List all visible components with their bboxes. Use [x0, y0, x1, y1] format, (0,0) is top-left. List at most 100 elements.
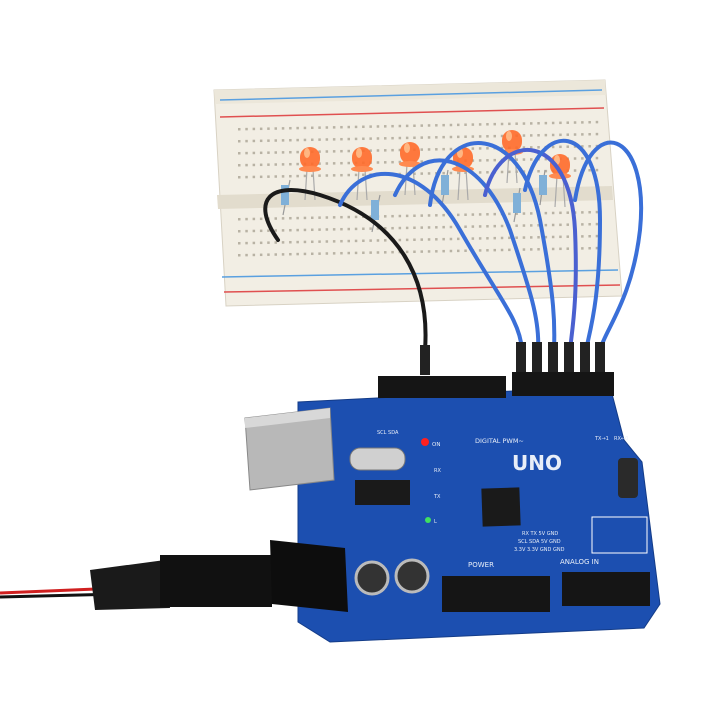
- breadboard-hole: [347, 137, 350, 141]
- breadboard-hole: [376, 149, 380, 152]
- breadboard-hole: [551, 247, 555, 251]
- breadboard-hole: [245, 163, 248, 167]
- breadboard-hole: [267, 139, 270, 142]
- breadboard-hole: [384, 149, 387, 152]
- breadboard-hole: [573, 157, 577, 160]
- breadboard-hole: [478, 171, 482, 174]
- breadboard-hole: [369, 215, 372, 218]
- black-jumper-wire: [263, 188, 428, 352]
- breadboard-hole: [259, 217, 263, 221]
- breadboard-hole: [537, 224, 540, 227]
- breadboard-hole: [420, 136, 423, 139]
- breadboard-hole: [311, 216, 314, 220]
- breadboard-hole: [281, 139, 285, 142]
- breadboard-hole: [413, 250, 416, 253]
- breadboard-hole: [252, 241, 256, 245]
- breadboard-hole: [245, 229, 248, 233]
- breadboard-hole: [398, 160, 402, 164]
- breadboard-hole: [559, 247, 562, 251]
- breadboard-hole: [274, 241, 277, 244]
- breadboard-hole: [559, 133, 562, 137]
- breadboard-hole: [318, 138, 321, 141]
- breadboard-hole: [464, 135, 467, 138]
- breadboard-hole: [391, 250, 394, 254]
- dc-power-jack[interactable]: [270, 540, 348, 612]
- breadboard-hole: [449, 171, 453, 175]
- led: [399, 142, 421, 196]
- breadboard-hole: [274, 217, 277, 220]
- breadboard-hole: [289, 228, 292, 232]
- breadboard-hole: [559, 235, 562, 239]
- breadboard-hole: [500, 122, 504, 126]
- breadboard-hole: [522, 236, 526, 239]
- breadboard-hole: [340, 239, 343, 243]
- analog-label: ANALOG IN: [560, 558, 599, 566]
- breadboard-hole: [435, 250, 438, 253]
- breadboard-hole: [435, 226, 438, 229]
- breadboard-hole: [369, 239, 372, 242]
- breadboard-hole: [340, 149, 343, 153]
- breadboard-hole: [449, 237, 453, 241]
- breadboard-hole: [515, 122, 518, 125]
- breadboard-hole: [325, 240, 329, 243]
- breadboard-hole: [238, 230, 241, 233]
- breadboard-hole: [398, 226, 402, 230]
- icsp-row2: SCL SDA 5V GND: [518, 539, 561, 545]
- breadboard-hole: [500, 134, 504, 138]
- breadboard-hole: [493, 248, 496, 252]
- breadboard-hole: [544, 235, 548, 239]
- breadboard-hole: [581, 247, 584, 250]
- breadboard-hole: [595, 168, 599, 172]
- breadboard-hole: [303, 174, 307, 178]
- breadboard-hole: [289, 126, 292, 130]
- breadboard-hole: [289, 174, 292, 178]
- breadboard-hole: [435, 136, 438, 139]
- breadboard-hole: [457, 135, 460, 139]
- breadboard-hole: [311, 174, 314, 178]
- breadboard-hole: [522, 212, 526, 215]
- breadboard-hole: [281, 151, 285, 154]
- breadboard-hole: [500, 146, 504, 150]
- breadboard-hole: [274, 151, 277, 154]
- breadboard-hole: [559, 223, 562, 227]
- breadboard-hole: [566, 223, 569, 226]
- blue-jumper-wire: [523, 138, 603, 352]
- breadboard-hole: [427, 124, 431, 127]
- breadboard-hole: [303, 138, 307, 142]
- breadboard-hole: [303, 228, 307, 232]
- breadboard-hole: [362, 125, 365, 129]
- breadboard-hole: [296, 228, 299, 232]
- breadboard-hole: [376, 227, 380, 230]
- reset-button[interactable]: [618, 458, 638, 498]
- breadboard-hole: [573, 169, 577, 172]
- breadboard-hole: [420, 124, 423, 127]
- breadboard-hole: [384, 161, 387, 164]
- breadboard-hole: [398, 148, 402, 152]
- breadboard-hole: [551, 211, 555, 215]
- breadboard-hole: [522, 134, 526, 137]
- breadboard-hole: [252, 127, 256, 131]
- breadboard-hole: [581, 145, 584, 148]
- breadboard-hole: [442, 213, 445, 217]
- blue-jumper-wire: [338, 171, 524, 352]
- breadboard-hole: [238, 254, 241, 257]
- breadboard-hole: [427, 148, 431, 151]
- breadboard-hole: [544, 223, 548, 227]
- breadboard-hole: [573, 121, 577, 124]
- breadboard-hole: [486, 123, 489, 126]
- breadboard-hole: [259, 127, 263, 131]
- breadboard-hole: [442, 123, 445, 127]
- breadboard-hole: [245, 127, 248, 131]
- breadboard-hole: [551, 235, 555, 239]
- breadboard-hole: [500, 224, 504, 228]
- breadboard-hole: [537, 146, 540, 149]
- breadboard-hole: [391, 148, 394, 152]
- breadboard-hole: [281, 241, 285, 244]
- breadboard-hole: [493, 134, 496, 138]
- breadboard-hole: [238, 218, 241, 221]
- breadboard-hole: [420, 160, 423, 163]
- breadboard-hole: [289, 150, 292, 154]
- breadboard-hole: [252, 253, 256, 257]
- breadboard-hole: [267, 163, 270, 166]
- breadboard-hole: [478, 237, 482, 240]
